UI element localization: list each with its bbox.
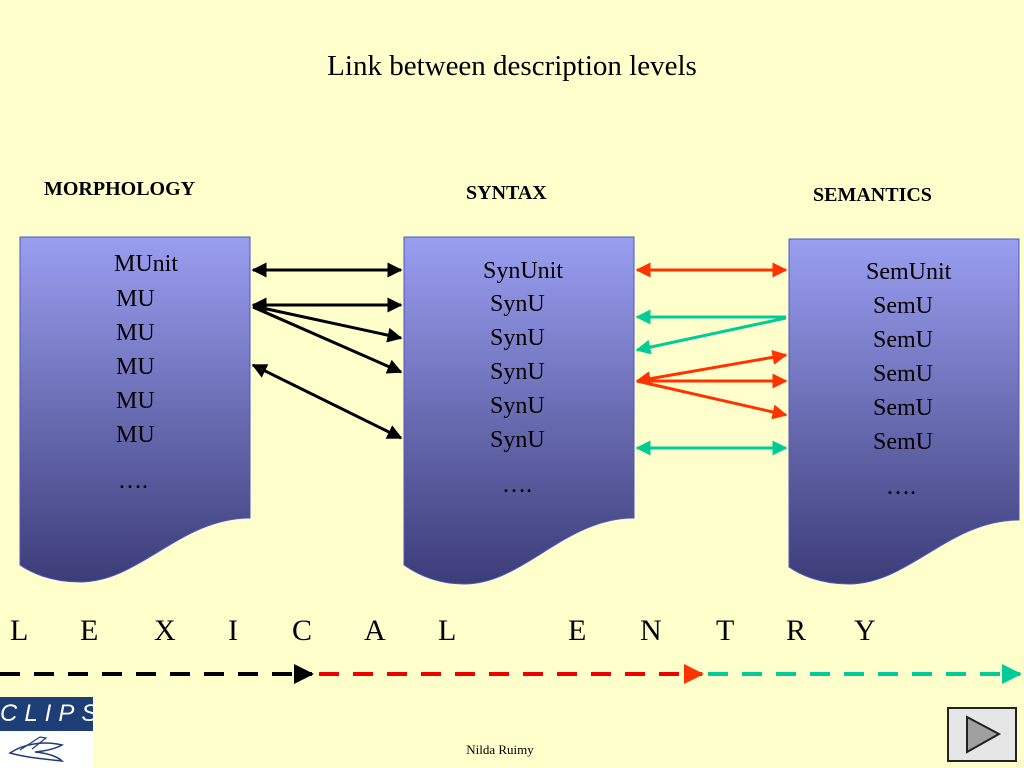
lexical-letter: R — [786, 614, 807, 647]
semantics-box — [788, 238, 1020, 585]
semantics-item: SemU — [873, 429, 933, 455]
semantics-item: SemU — [873, 327, 933, 353]
morphology-item: MU — [116, 422, 155, 448]
lexical-letter: Y — [854, 614, 876, 647]
morphology-item: MU — [116, 286, 155, 312]
semantics-item: SemU — [873, 293, 933, 319]
morphology-ellipsis: …. — [118, 468, 148, 494]
lexical-letter: L — [10, 614, 29, 647]
syntax-unit: SynUnit — [483, 258, 564, 284]
heading-morphology: MORPHOLOGY — [44, 178, 196, 200]
morphology-item: MU — [116, 354, 155, 380]
syntax-item: SynU — [490, 427, 545, 453]
link-synu-semu-green-2 — [635, 316, 787, 355]
heading-semantics: SEMANTICS — [813, 184, 932, 206]
lexical-letter: N — [640, 614, 662, 647]
heading-syntax: SYNTAX — [466, 182, 547, 204]
semantics-unit: SemUnit — [866, 259, 952, 285]
link-synu-semu-red-3 — [636, 379, 788, 420]
syntax-item: SynU — [490, 325, 545, 351]
semantics-item: SemU — [873, 395, 933, 421]
clips-logo: CLIPS — [0, 697, 97, 768]
morphology-unit: MUnit — [114, 251, 179, 277]
footer-author: Nilda Ruimy — [466, 742, 534, 757]
airplane-icon — [8, 736, 65, 762]
link-mu-synu-2 — [252, 304, 403, 343]
syntax-box — [403, 236, 635, 585]
next-slide-button[interactable] — [947, 707, 1017, 762]
syntax-item: SynU — [490, 393, 545, 419]
syntax-item: SynU — [490, 359, 545, 385]
lexical-letter: L — [438, 614, 457, 647]
lexical-letter: T — [716, 614, 735, 647]
syntax-item: SynU — [490, 291, 545, 317]
semantics-item: SemU — [873, 361, 933, 387]
lexical-letter: I — [228, 614, 238, 647]
clips-logo-text: CLIPS — [0, 697, 97, 731]
lexical-letter: E — [80, 614, 99, 647]
lexical-letter: A — [364, 614, 386, 647]
link-synu-semu-red-1 — [635, 349, 788, 387]
semantics-ellipsis: …. — [886, 474, 916, 500]
syntax-ellipsis: …. — [502, 472, 532, 498]
link-mu-synu-4 — [251, 363, 403, 440]
morphology-item: MU — [116, 320, 155, 346]
lexical-letter: E — [568, 614, 587, 647]
lexical-letter: C — [292, 614, 313, 647]
slide-title: Link between description levels — [327, 50, 697, 82]
morphology-box — [19, 236, 251, 583]
morphology-item: MU — [116, 388, 155, 414]
play-triangle-icon — [966, 715, 1002, 754]
lexical-letter: X — [154, 614, 176, 647]
link-mu-synu-3 — [252, 305, 403, 374]
